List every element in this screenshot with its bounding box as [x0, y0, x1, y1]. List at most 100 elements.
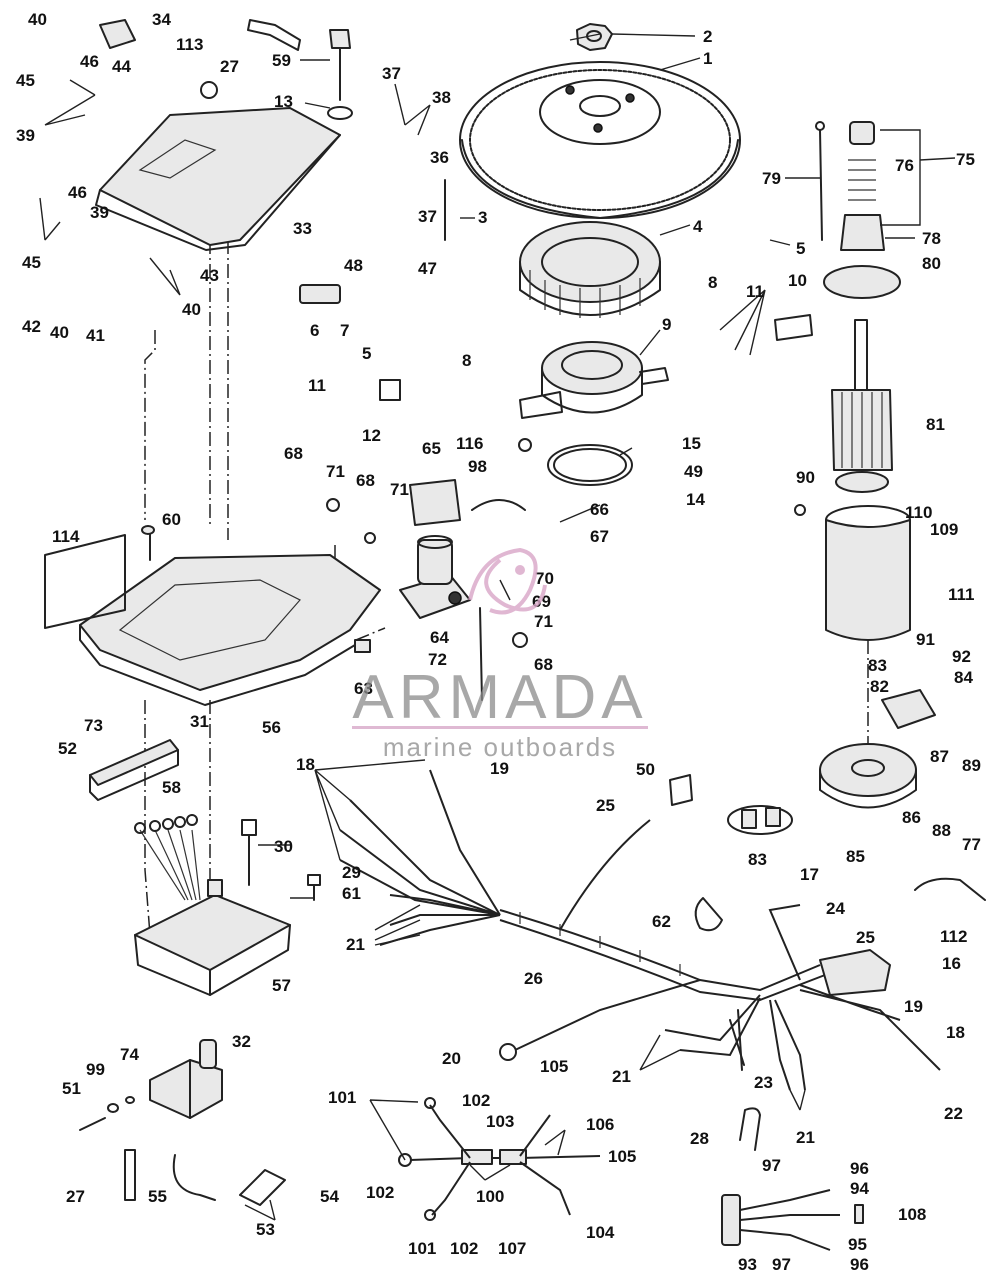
- callout-4: 4: [693, 217, 703, 236]
- callout-62: 62: [652, 912, 671, 931]
- callout-102: 102: [462, 1091, 490, 1110]
- callout-102: 102: [450, 1239, 478, 1258]
- watermark-logo-icon: [468, 547, 547, 615]
- callout-5: 5: [362, 344, 371, 363]
- callout-94: 94: [850, 1179, 869, 1198]
- callout-96: 96: [850, 1159, 869, 1178]
- stator: [519, 221, 661, 318]
- callout-19: 19: [490, 759, 509, 778]
- callout-40: 40: [182, 300, 201, 319]
- callout-68: 68: [356, 471, 375, 490]
- callout-46: 46: [68, 183, 87, 202]
- flywheel: [459, 61, 741, 219]
- callout-39: 39: [90, 203, 109, 222]
- callout-18: 18: [296, 755, 315, 774]
- callout-18: 18: [946, 1023, 965, 1042]
- callout-72: 72: [428, 650, 447, 669]
- callout-89: 89: [962, 756, 981, 775]
- ignition-coil: [149, 1039, 223, 1119]
- callout-21: 21: [346, 935, 365, 954]
- callout-92: 92: [952, 647, 971, 666]
- starter-frame: [825, 505, 911, 641]
- callout-31: 31: [190, 712, 209, 731]
- callout-105: 105: [608, 1147, 636, 1166]
- callout-116: 116: [456, 434, 483, 453]
- callout-95: 95: [848, 1235, 867, 1254]
- callout-81: 81: [926, 415, 945, 434]
- callout-66: 66: [590, 500, 609, 519]
- callout-112: 112: [940, 927, 967, 946]
- callout-8: 8: [462, 351, 471, 370]
- callout-56: 56: [262, 718, 281, 737]
- small-hardware: [44, 19, 986, 1206]
- starter-through-bolt: [815, 121, 825, 241]
- callout-83: 83: [748, 850, 767, 869]
- callout-6: 6: [310, 321, 319, 340]
- callout-59: 59: [272, 51, 291, 70]
- callout-44: 44: [112, 57, 131, 76]
- callout-15: 15: [682, 434, 701, 453]
- callout-40: 40: [28, 10, 47, 29]
- callout-101: 101: [408, 1239, 436, 1258]
- callout-38: 38: [432, 88, 451, 107]
- callout-83: 83: [868, 656, 887, 675]
- callout-26: 26: [524, 969, 543, 988]
- brush-holder: [881, 689, 936, 729]
- callout-30: 30: [274, 837, 293, 856]
- callout-74: 74: [120, 1045, 139, 1064]
- callout-87: 87: [930, 747, 949, 766]
- callout-71: 71: [534, 612, 553, 631]
- callout-80: 80: [922, 254, 941, 273]
- timer-base: [519, 341, 669, 419]
- callout-76: 76: [895, 156, 914, 175]
- callout-55: 55: [148, 1187, 167, 1206]
- callout-23: 23: [754, 1073, 773, 1092]
- wiring-harness: [339, 769, 941, 1091]
- callout-46: 46: [80, 52, 99, 71]
- starter-end-cap: [819, 743, 917, 809]
- callout-41: 41: [86, 326, 105, 345]
- callout-22: 22: [944, 1104, 963, 1123]
- callout-64: 64: [430, 628, 449, 647]
- callout-90: 90: [796, 468, 815, 487]
- callout-25: 25: [856, 928, 875, 947]
- callout-52: 52: [58, 739, 77, 758]
- terminal-block: [89, 739, 179, 801]
- callout-88: 88: [932, 821, 951, 840]
- callout-107: 107: [498, 1239, 526, 1258]
- callout-97: 97: [772, 1255, 791, 1274]
- callout-14: 14: [686, 490, 705, 509]
- callout-25: 25: [596, 796, 615, 815]
- callout-58: 58: [162, 778, 181, 797]
- small-harness: [398, 1097, 601, 1221]
- callout-97: 97: [762, 1156, 781, 1175]
- callout-34: 34: [152, 10, 171, 29]
- callout-91: 91: [916, 630, 935, 649]
- callout-29: 29: [342, 863, 361, 882]
- callout-5: 5: [796, 239, 805, 258]
- callout-28: 28: [690, 1129, 709, 1148]
- callout-40: 40: [50, 323, 69, 342]
- callout-70: 70: [535, 569, 554, 588]
- callout-20: 20: [442, 1049, 461, 1068]
- callout-108: 108: [898, 1205, 926, 1224]
- callout-102: 102: [366, 1183, 394, 1202]
- callout-57: 57: [272, 976, 291, 995]
- callout-114: 114: [52, 527, 80, 546]
- callout-68: 68: [284, 444, 303, 463]
- callout-37: 37: [418, 207, 437, 226]
- callout-17: 17: [800, 865, 819, 884]
- callout-100: 100: [476, 1187, 504, 1206]
- callout-104: 104: [586, 1223, 615, 1242]
- callout-63: 63: [354, 679, 373, 698]
- callout-10: 10: [788, 271, 807, 290]
- starter-brushes: [727, 805, 793, 835]
- retaining-ring: [547, 444, 633, 486]
- watermark-divider: [352, 726, 648, 729]
- callout-48: 48: [344, 256, 363, 275]
- callout-27: 27: [66, 1187, 85, 1206]
- callout-43: 43: [200, 266, 219, 285]
- callout-11: 11: [746, 282, 764, 301]
- watermark-brand: ARMADA: [352, 663, 648, 732]
